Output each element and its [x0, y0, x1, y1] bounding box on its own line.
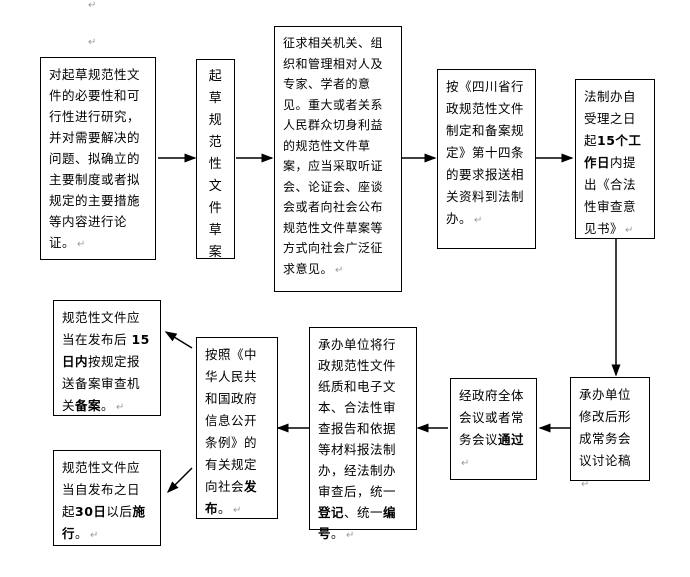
- step-research-text: 对起草规范性文件的必要性和可行性进行研究，并对需要解决的问题、拟确立的主要制度或…: [49, 67, 141, 250]
- step-filing-bold: 15日内: [62, 332, 150, 369]
- step-register-text: 、统一: [344, 505, 384, 520]
- paragraph-mark: ↵: [233, 505, 242, 516]
- paragraph-mark: ↵: [474, 215, 483, 226]
- step-draft-char: 文: [208, 179, 223, 194]
- paragraph-mark: ↵: [88, 37, 97, 48]
- step-revise-text: 承办单位修改后形成常务会议讨论稿: [579, 387, 632, 468]
- paragraph-mark: ↵: [625, 225, 634, 236]
- step-effective-box: 规范性文件应当自发布之日起30日以后施行。↵: [53, 450, 161, 546]
- paragraph-mark: ↵: [581, 479, 590, 490]
- step-effective-text: 。: [75, 526, 89, 541]
- paragraph-mark: ↵: [116, 402, 125, 413]
- step-register-text: 承办单位将行政规范性文件纸质和电子文本、合法性审查报告和依据等材料报法制办，经法…: [318, 337, 397, 499]
- paragraph-mark: ↵: [461, 458, 470, 469]
- step-solicit-box: 征求相关机关、组织和管理相对人及专家、学者的意见。重大或者关系人民群众切身利益的…: [274, 26, 402, 292]
- step-filing-text: 规范性文件应当在发布后: [62, 310, 141, 347]
- step-effective-bold: 施行: [62, 504, 146, 541]
- step-effective-text: 以后: [106, 504, 133, 519]
- step-submit-box: 按《四川省行政规范性文件制定和备案规定》第十四条的要求报送相关资料到法制办。↵: [437, 69, 536, 249]
- paragraph-mark: ↵: [90, 530, 99, 541]
- step-draft-char: 性: [208, 157, 223, 172]
- paragraph-mark: ↵: [88, 0, 97, 11]
- paragraph-mark: ↵: [335, 264, 344, 276]
- arrow-publish-to-filing: [164, 331, 193, 349]
- step-submit-text: 按《四川省行政规范性文件制定和备案规定》第十四条的要求报送相关资料到法制办。: [446, 79, 525, 226]
- step-approve-text: 经政府全体会议或者常务会议: [459, 388, 525, 447]
- step-filing-box: 规范性文件应当在发布后 15日内按规定报送备案审查机关备案。↵: [53, 300, 161, 416]
- step-research-box: 对起草规范性文件的必要性和可行性进行研究，并对需要解决的问题、拟确立的主要制度或…: [40, 57, 156, 260]
- step-draft-char: 草: [208, 91, 223, 106]
- step-draft-char: 起: [208, 69, 223, 84]
- step-revise-box: 承办单位修改后形成常务会议讨论稿 ↵: [570, 377, 650, 490]
- step-filing-text: 。: [101, 398, 115, 413]
- step-register-box: 承办单位将行政规范性文件纸质和电子文本、合法性审查报告和依据等材料报法制办，经法…: [309, 327, 417, 541]
- step-draft-char: 草: [208, 223, 223, 238]
- arrow-publish-to-effective: [166, 467, 193, 494]
- step-review-text: 内提出《合法性审查意见书》: [584, 155, 637, 236]
- step-draft-char: 件: [208, 201, 223, 216]
- step-publish-box: 按照《中华人民共和国政府信息公开条例》的有关规定向社会发布。↵: [196, 337, 278, 519]
- step-register-bold: 编号: [318, 505, 397, 541]
- step-review-deadline: 15个工作日: [584, 133, 642, 170]
- step-filing-text: 按规定报送备案审查机关: [62, 354, 141, 413]
- paragraph-mark: ↵: [77, 239, 86, 250]
- step-review-text: 法制办自受理之日起: [584, 89, 637, 148]
- step-effective-text: 规范性文件应当自发布之日起: [62, 460, 141, 519]
- step-publish-bold: 发布: [205, 479, 258, 516]
- step-publish-text: 按照《中华人民共和国政府信息公开条例》的有关规定向社会: [205, 347, 258, 494]
- step-draft-char: 案: [208, 245, 223, 260]
- step-effective-bold: 30日: [75, 504, 107, 519]
- step-draft-char: 规: [208, 113, 223, 128]
- step-register-bold: 登记: [318, 505, 345, 520]
- step-approve-box: 经政府全体会议或者常务会议通过 ↵: [450, 378, 537, 480]
- step-review-box: 法制办自受理之日起15个工作日内提出《合法性审查意见书》↵: [575, 79, 655, 239]
- step-filing-bold: 备案: [75, 398, 102, 413]
- paragraph-mark: ↵: [346, 530, 355, 541]
- step-draft-box: 起 草 规 范 性 文 件 草 案: [196, 59, 235, 260]
- step-solicit-text: 征求相关机关、组织和管理相对人及专家、学者的意见。重大或者关系人民群众切身利益的…: [283, 36, 384, 276]
- step-register-text: 。: [331, 526, 345, 541]
- step-approve-bold: 通过: [498, 432, 525, 447]
- step-draft-char: 范: [208, 135, 223, 150]
- step-publish-text: 。: [218, 501, 232, 516]
